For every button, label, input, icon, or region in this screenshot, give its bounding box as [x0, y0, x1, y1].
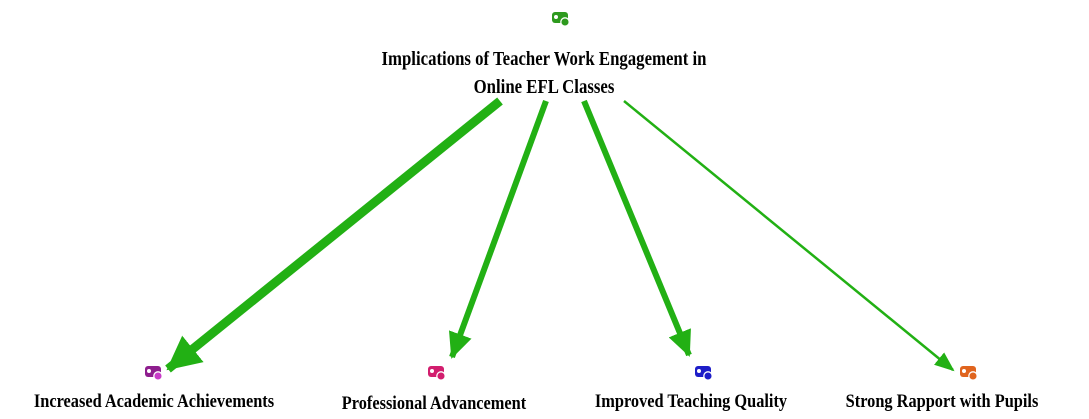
strong-rapport-with-pupils-quotation-icon	[960, 366, 978, 381]
root-node-label-line2: Online EFL Classes	[473, 77, 615, 98]
edge-to-increased-academic-achievements	[165, 97, 503, 373]
edge-to-strong-rapport-with-pupils	[623, 100, 955, 372]
strong-rapport-with-pupils-label: Strong Rapport with Pupils	[845, 391, 1039, 412]
professional-advancement-label: Professional Advancement	[341, 393, 527, 414]
increased-academic-achievements-quotation-icon	[145, 366, 163, 381]
edge-to-professional-advancement	[449, 99, 549, 359]
edge-to-improved-teaching-quality	[581, 99, 692, 357]
root-node-label-line1: Implications of Teacher Work Engagement …	[381, 49, 707, 70]
increased-academic-achievements-label: Increased Academic Achievements	[33, 391, 275, 412]
root-node-label: Implications of Teacher Work Engagement …	[329, 46, 759, 102]
professional-advancement-quotation-icon	[428, 366, 446, 381]
improved-teaching-quality-quotation-icon	[695, 366, 713, 381]
improved-teaching-quality-label: Improved Teaching Quality	[594, 391, 788, 412]
root-quotation-icon	[552, 12, 570, 27]
